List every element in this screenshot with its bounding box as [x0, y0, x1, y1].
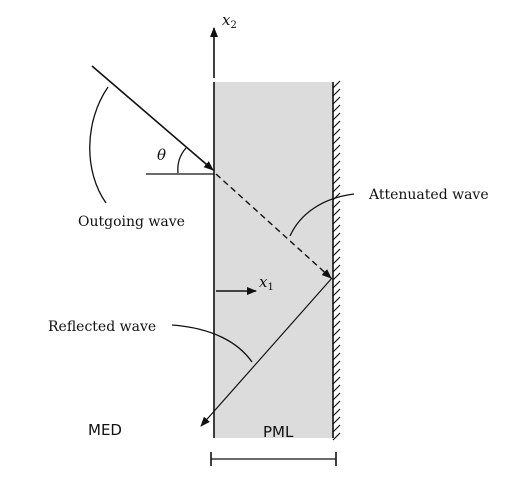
hatch-mark — [332, 104, 341, 113]
hatch-mark — [332, 376, 341, 385]
hatch-mark — [332, 96, 341, 105]
hatch-mark — [332, 272, 341, 281]
reflected-wave-label: Reflected wave — [48, 319, 156, 335]
hatch-mark — [332, 168, 341, 177]
hatch-mark — [332, 416, 341, 425]
hatch-mark — [332, 384, 341, 393]
hatch-mark — [332, 80, 341, 89]
attenuated-wave-leader — [289, 193, 355, 237]
hatch-mark — [332, 424, 341, 433]
hatch-mark — [332, 208, 341, 217]
hatch-mark — [332, 184, 341, 193]
hatch-mark — [332, 264, 341, 273]
hatch-mark — [332, 152, 341, 161]
hatch-mark — [332, 432, 341, 441]
hatch-mark — [332, 360, 341, 369]
hatch-mark — [332, 216, 341, 225]
outgoing-wave-leader — [89, 86, 109, 204]
hatch-mark — [332, 304, 341, 313]
x1-axis-label: x1 — [259, 273, 274, 293]
hatch-mark — [332, 408, 341, 417]
hatch-mark — [332, 200, 341, 209]
hatch-mark — [332, 240, 341, 249]
hatch-mark — [332, 88, 341, 97]
hatch-mark — [332, 352, 341, 361]
hatch-mark — [332, 344, 341, 353]
hatch-mark — [332, 248, 341, 257]
outgoing-wave-label: Outgoing wave — [78, 214, 185, 230]
reflected-wave-ray — [200, 277, 333, 427]
hatch-mark — [332, 312, 341, 321]
hatch-mark — [332, 288, 341, 297]
hatch-mark — [332, 112, 341, 121]
hatch-mark — [332, 400, 341, 409]
pml-layer — [214, 82, 333, 438]
hatch-mark — [332, 160, 341, 169]
hatch-mark — [332, 136, 341, 145]
hatch-mark — [332, 232, 341, 241]
hatch-mark — [332, 328, 341, 337]
hatch-mark — [332, 320, 341, 329]
hatch-mark — [332, 144, 341, 153]
hatch-mark — [332, 296, 341, 305]
reflected-wave-leader — [171, 324, 253, 363]
attenuated-wave-label: Attenuated wave — [368, 187, 489, 203]
hatch-mark — [332, 256, 341, 265]
hatch-mark — [332, 392, 341, 401]
hatch-mark — [332, 368, 341, 377]
attenuated-wave-ray — [215, 173, 332, 279]
hatch-mark — [332, 224, 341, 233]
hatch-mark — [332, 336, 341, 345]
outgoing-wave-ray — [91, 65, 214, 171]
hatch-mark — [332, 128, 341, 137]
boundary-hatching — [332, 80, 341, 441]
hatch-mark — [332, 280, 341, 289]
theta-angle-arc — [177, 147, 187, 174]
med-region-label: MED — [88, 421, 122, 439]
x2-axis-label: x2 — [222, 11, 237, 31]
theta-label: θ — [157, 146, 166, 164]
hatch-mark — [332, 176, 341, 185]
hatch-mark — [332, 120, 341, 129]
pml-region-label: PML — [263, 423, 294, 441]
